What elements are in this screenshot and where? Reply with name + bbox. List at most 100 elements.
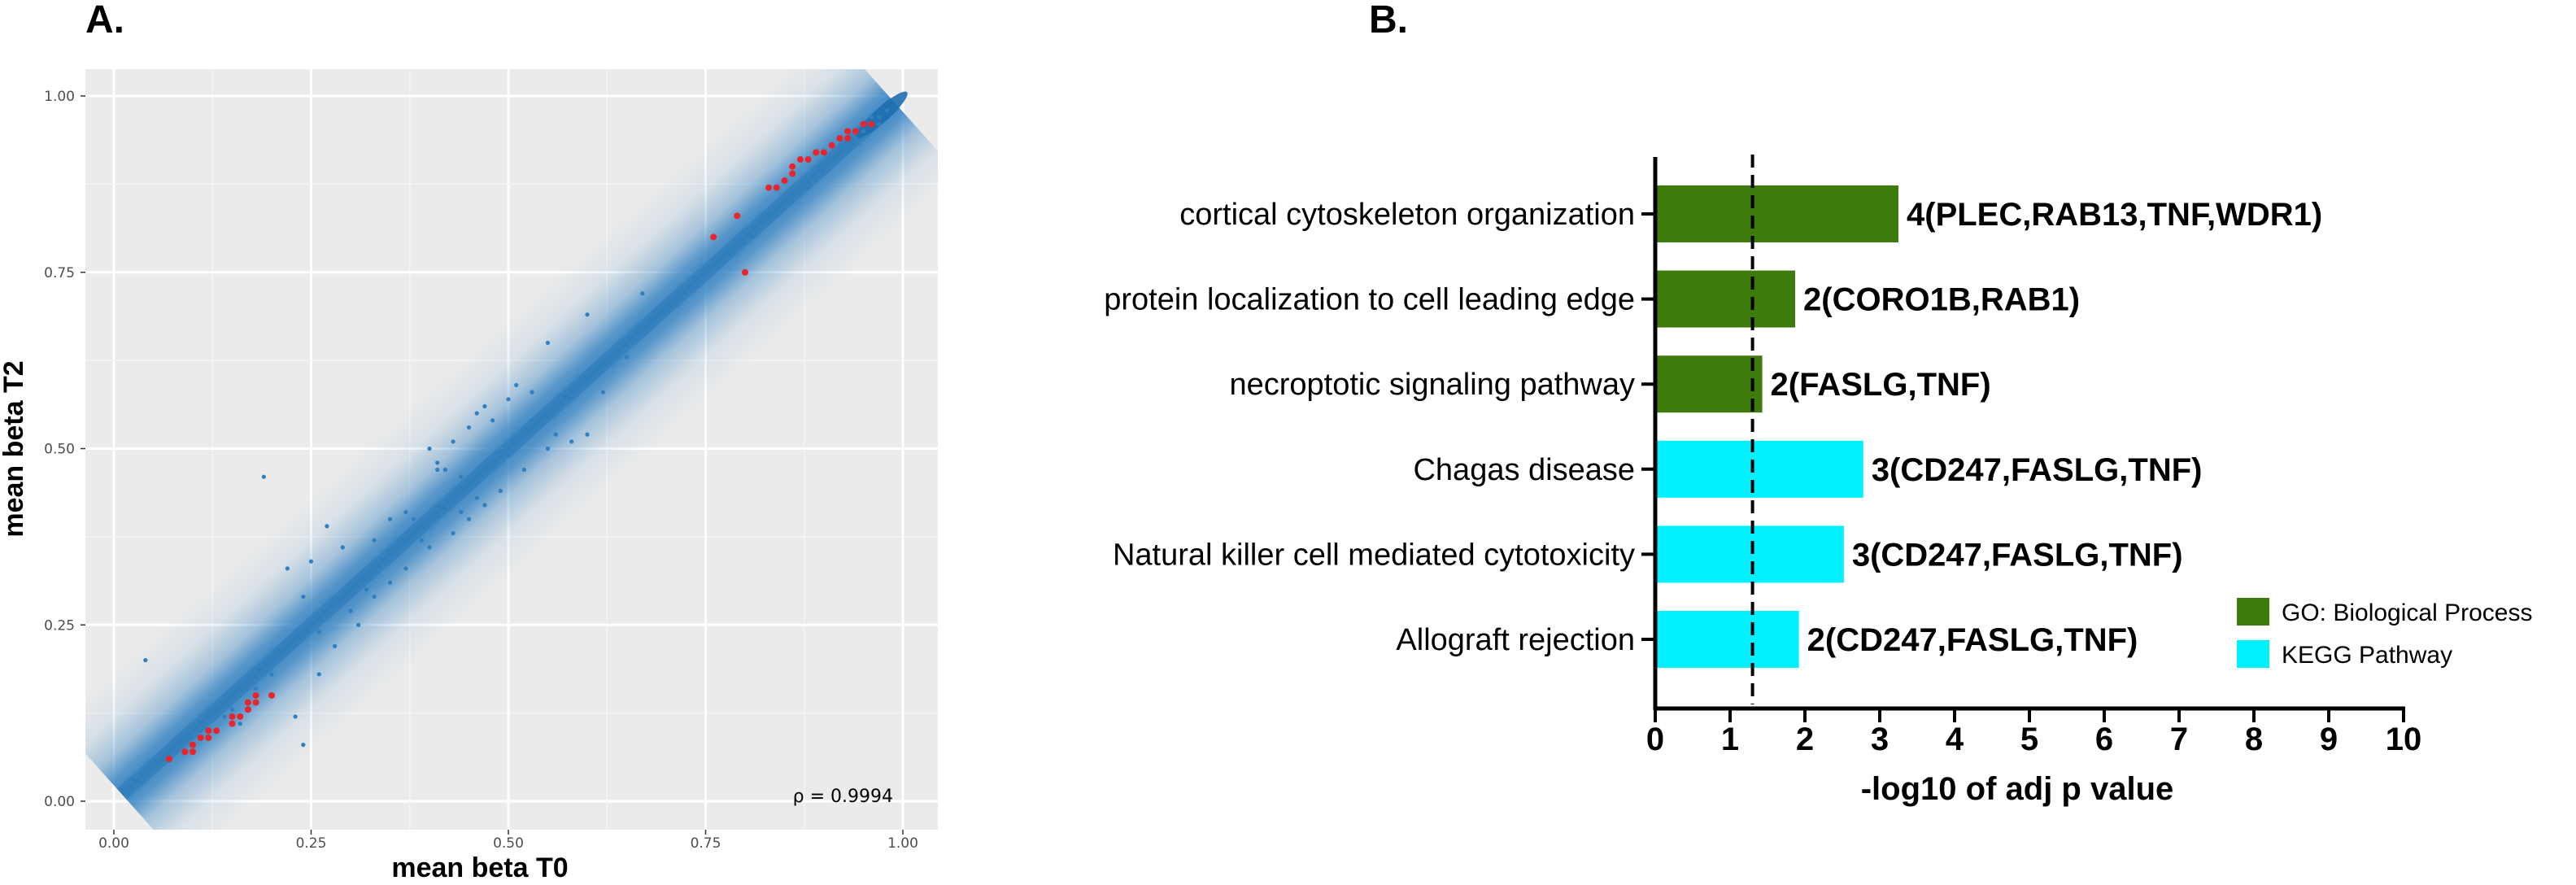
x-tick-label: 9 [2320,722,2338,757]
x-axis-label: -log10 of adj p value [1861,771,2174,807]
highlighted-point [813,149,820,156]
highlighted-point [205,734,212,741]
highlighted-point [205,727,212,735]
data-point [474,411,479,416]
data-point [229,707,235,712]
data-point [751,234,756,239]
x-tick-label: 10 [2386,722,2422,757]
data-point [845,143,850,148]
data-point [774,213,779,218]
highlighted-point [213,727,220,735]
category-label: necroptotic signaling pathway [1229,368,1635,402]
data-point [459,509,464,515]
data-point [474,495,479,500]
highlighted-point [268,691,275,699]
data-point [482,503,487,508]
data-point [419,538,424,543]
bar-label: 2(FASLG,TNF) [1771,367,1991,403]
data-point [175,749,180,754]
data-point [877,115,882,120]
bar [1655,440,1863,498]
data-point [308,559,314,564]
data-point [806,185,811,190]
data-point [569,439,574,444]
data-point [521,467,527,473]
x-tick-label: 0.25 [296,835,327,852]
y-tick-label: 0.50 [44,442,75,458]
data-point [301,594,306,599]
category-labels: cortical cytoskeleton organizationprotei… [1104,198,1655,657]
data-point [261,474,266,479]
data-point [853,136,858,141]
highlighted-point [244,706,251,713]
category-label: Chagas disease [1413,453,1635,487]
highlighted-point [252,691,259,699]
data-point [822,171,826,176]
data-point [372,538,377,543]
bar [1655,611,1799,668]
highlighted-point [244,699,251,706]
y-tick-label: 0.00 [44,794,75,810]
data-point [190,735,195,740]
data-point [293,714,298,719]
highlighted-point [868,120,875,128]
data-point [664,305,669,310]
highlighted-point [190,748,196,756]
highlighted-point [181,748,189,756]
bar-label: 3(CD247,FASLG,TNF) [1872,452,2203,488]
data-point [459,474,464,479]
data-point [585,432,590,437]
highlighted-point [789,163,796,170]
data-point [222,714,227,719]
highlighted-point [765,184,773,191]
highlighted-point [852,128,859,135]
data-point [316,672,321,677]
data-point [482,403,487,409]
data-point [466,425,472,430]
data-point [885,107,890,112]
data-point [514,382,519,388]
bar-label: 2(CD247,FASLG,TNF) [1807,622,2138,658]
data-point [727,249,732,254]
highlighted-point [734,212,741,220]
highlighted-point [821,149,827,156]
density-band [85,69,938,830]
data-point [387,517,393,521]
bar-label: 2(CORO1B,RAB1) [1803,282,2080,318]
data-point [861,129,866,133]
data-point [435,460,440,465]
y-tick-label: 0.25 [44,617,75,634]
data-point [325,524,329,529]
highlighted-point [844,135,852,142]
bar-label: 4(PLEC,RAB13,TNF,WDR1) [1907,197,2322,233]
data-point [238,722,242,726]
highlighted-point [796,156,804,163]
bar [1655,355,1763,413]
data-point [435,467,440,473]
legend-label: KEGG Pathway [2282,642,2452,669]
data-point [356,622,361,627]
bars: 4(PLEC,RAB13,TNF,WDR1) 2(CORO1B,RAB1) 2(FA… [1655,185,2322,668]
data-point [340,545,345,550]
data-point [585,312,590,317]
highlighted-point [229,720,236,727]
category-label: cortical cytoskeleton organization [1179,198,1635,232]
scatter-plot: 0.000.000.250.250.500.500.750.751.001.00… [0,69,938,883]
legend-swatch [2237,598,2269,626]
x-tick-label: 1.00 [887,835,918,852]
density-core [116,97,900,800]
data-point [498,488,503,494]
correlation-annotation: ρ = 0.9994 [793,787,893,807]
data-point [869,115,874,120]
data-point [285,566,290,571]
data-point [451,439,455,444]
axis-ticks: 0.000.000.250.250.500.500.750.751.001.00 [44,89,918,852]
highlighted-point [844,128,852,135]
x-tick-label: 0.00 [98,835,129,852]
data-point [198,728,203,733]
data-point [372,594,377,599]
data-point [333,643,338,648]
data-point [364,587,368,592]
data-point [695,284,700,289]
